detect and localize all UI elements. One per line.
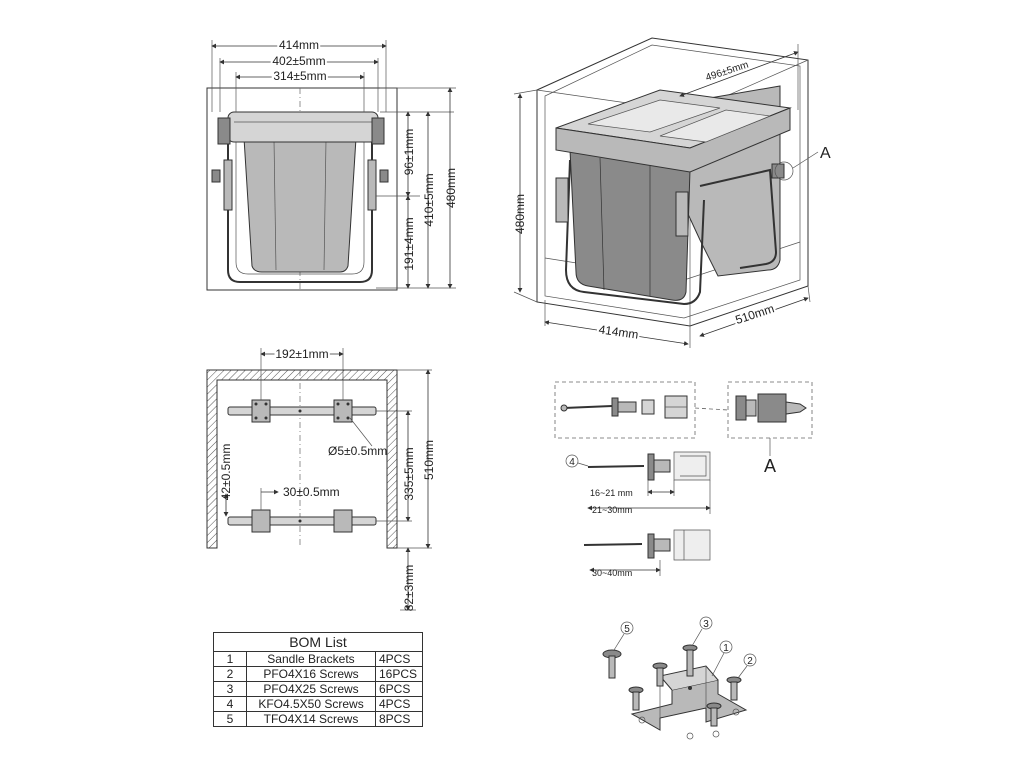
plan-view: 192±1mm Ø5±0.5mm 42±0.5mm 30±0.5mm 335±5… xyxy=(206,345,436,612)
rail-front xyxy=(227,516,377,526)
bom-cell-qty: 16PCS xyxy=(375,666,423,682)
plan-dim-depth: 510mm xyxy=(422,440,436,480)
bom-cell-desc: PFO4X16 Screws xyxy=(246,666,376,682)
bom-cell-no: 4 xyxy=(213,696,247,712)
iso-view: A 480mm 414mm 510mm 496±5mm xyxy=(513,37,831,348)
plan-dim-bracket-spacing: 192±1mm xyxy=(275,347,328,361)
bom-cell-desc: Sandle Brackets xyxy=(246,651,376,667)
bracket-callout-3: 3 xyxy=(703,619,709,630)
range-1: 16~21 mm xyxy=(590,488,633,498)
dim-width-inner: 314±5mm xyxy=(273,69,326,83)
bom-cell-desc: PFO4X25 Screws xyxy=(246,681,376,697)
dim-height-total: 480mm xyxy=(444,168,458,208)
bracket-assembly: 5 3 1 2 xyxy=(602,616,757,740)
bom-cell-qty: 8PCS xyxy=(375,711,423,727)
range-2: 21~30mm xyxy=(592,505,632,515)
iso-dim-depth: 510mm xyxy=(734,301,776,327)
detail-a-marker xyxy=(774,161,794,181)
wire-frame xyxy=(227,130,373,283)
detail-a-label: A xyxy=(764,456,776,476)
bom-cell-no: 1 xyxy=(213,651,247,667)
bom-cell-qty: 4PCS xyxy=(375,651,423,667)
screw-icon xyxy=(682,644,698,677)
bom-cell-qty: 6PCS xyxy=(375,681,423,697)
dim-height-mid: 410±5mm xyxy=(422,173,436,226)
plan-dim-front-offset: 42±0.5mm xyxy=(219,444,233,501)
item-4-number: 4 xyxy=(569,457,575,468)
item-4-callout xyxy=(565,454,579,468)
dim-width-total: 414mm xyxy=(279,38,319,52)
plan-dim-rail-spacing: 335±5mm xyxy=(402,447,416,500)
dim-height-top: 96±1mm xyxy=(402,129,416,176)
bom-cell-qty: 4PCS xyxy=(375,696,423,712)
bracket-callout-1: 1 xyxy=(723,643,729,654)
range-3: 30~40mm xyxy=(592,568,632,578)
screw-icon xyxy=(726,676,742,701)
dim-height-bottom: 191±4mm xyxy=(402,217,416,270)
screw-icon xyxy=(628,686,644,711)
plan-dim-bracket-front: 30±0.5mm xyxy=(283,485,340,499)
cabinet-outline xyxy=(206,87,398,291)
bin-body xyxy=(243,137,357,273)
hardware-detail: A 4 16~21 mm 21~30mm 30~40mm xyxy=(554,381,813,578)
bom-title: BOM List xyxy=(213,632,423,652)
plan-cabinet-walls xyxy=(206,369,398,549)
screw-icon xyxy=(602,649,622,679)
bracket xyxy=(251,399,353,533)
iso-dim-width: 414mm xyxy=(598,322,640,341)
iso-bin-body xyxy=(569,149,691,301)
screw-icon xyxy=(706,702,722,727)
bin-lid xyxy=(227,111,379,143)
bom-cell-desc: KFO4.5X50 Screws xyxy=(246,696,376,712)
iso-dim-depth-top: 496±5mm xyxy=(704,60,750,84)
hardware-kit-box xyxy=(554,381,696,439)
front-view: 414mm 402±5mm 314±5mm 96±1mm 191±4mm 410… xyxy=(206,36,458,291)
bracket-callout-5: 5 xyxy=(624,624,630,635)
screw-icon xyxy=(652,662,668,687)
bom-cell-no: 5 xyxy=(213,711,247,727)
bracket-callout-2: 2 xyxy=(747,656,753,667)
iso-detail-callout: A xyxy=(820,145,831,162)
rail-rear xyxy=(227,406,377,416)
dim-width-mid: 402±5mm xyxy=(272,54,325,68)
bom-cell-desc: TFO4X14 Screws xyxy=(246,711,376,727)
plan-dim-hole: Ø5±0.5mm xyxy=(328,444,387,458)
plan-dim-back-offset: 82±3mm xyxy=(402,565,416,612)
bom-cell-no: 2 xyxy=(213,666,247,682)
bom-cell-no: 3 xyxy=(213,681,247,697)
iso-dim-height: 480mm xyxy=(513,194,527,234)
